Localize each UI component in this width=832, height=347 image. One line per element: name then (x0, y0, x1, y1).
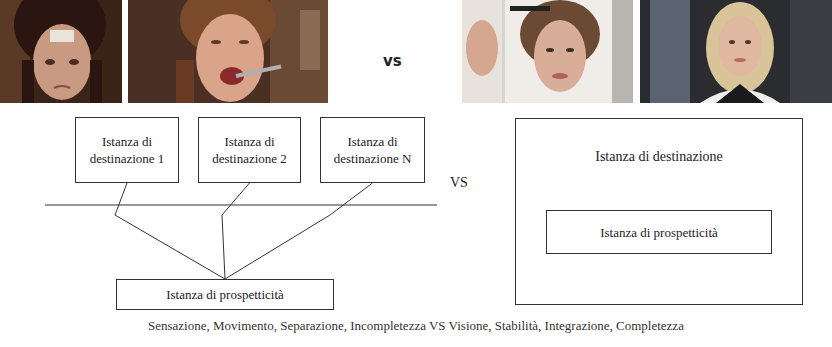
vs-mark: VS (450, 175, 468, 191)
caption: Sensazione, Movimento, Separazione, Inco… (148, 318, 684, 334)
photo-magazine-covers (462, 0, 633, 103)
vs-mark: vs (383, 52, 402, 70)
funnel-line (222, 183, 250, 279)
funnel-line (225, 183, 373, 279)
box-label: Istanza di destinazione 2 (205, 133, 294, 167)
box-label: Istanza di destinazione N (327, 133, 418, 167)
box-label: Istanza di prospetticità (600, 224, 718, 241)
instance-box: Istanza di prospetticità (116, 279, 334, 310)
bracket-bar (45, 205, 437, 206)
box-label: Istanza di prospetticità (166, 286, 284, 303)
funnel-line (115, 183, 225, 279)
photo-blonde-woman (640, 0, 832, 103)
instance-box: Istanza di prospetticità (546, 210, 772, 254)
group-heading: Istanza di destinazione (516, 119, 802, 165)
instance-box: Istanza di destinazione 2 (198, 117, 301, 183)
instance-box: Istanza di destinazione 1 (75, 117, 179, 183)
box-label: Istanza di destinazione 1 (82, 133, 172, 167)
photo-woman-spoon (128, 0, 328, 103)
group-box: Istanza di destinazioneIstanza di prospe… (515, 118, 803, 305)
photo-woman-bandage (0, 0, 122, 103)
instance-box: Istanza di destinazione N (320, 117, 425, 183)
